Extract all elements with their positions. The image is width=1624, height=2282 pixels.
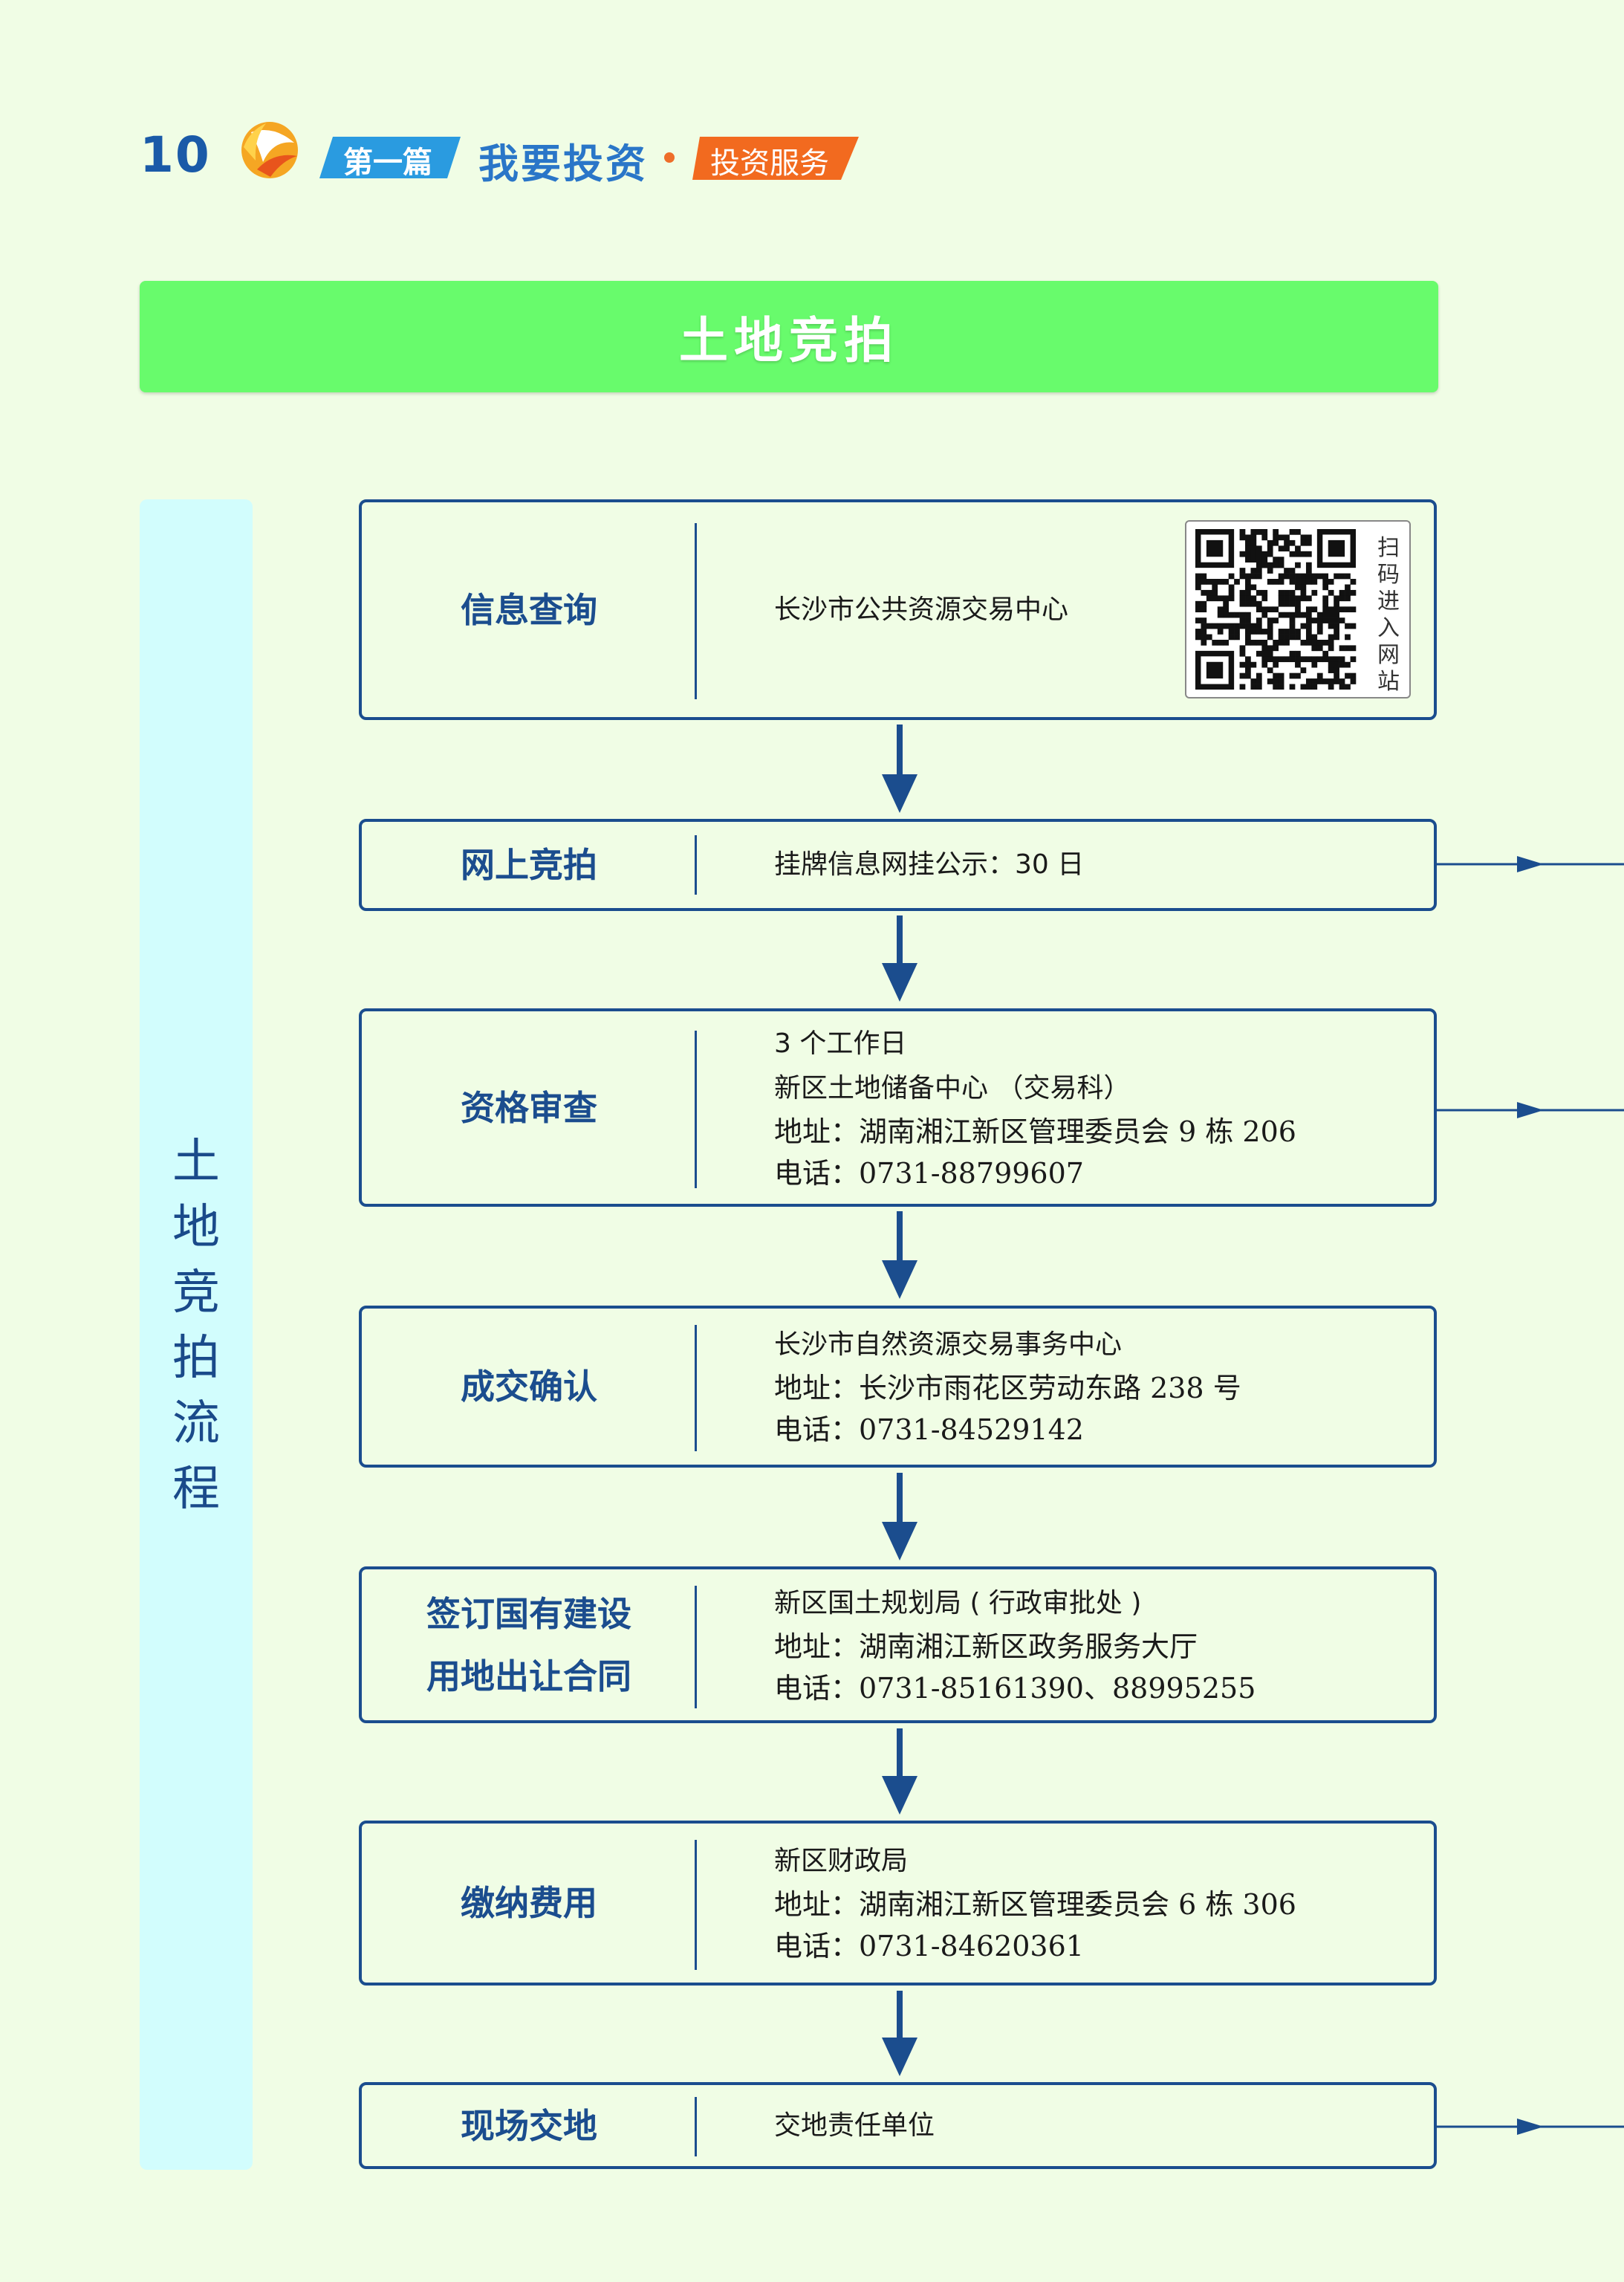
step-detail: 长沙市公共资源交易中心: [774, 502, 1189, 717]
side-label-char: 地: [172, 1200, 220, 1255]
qr-caption-char: 扫: [1377, 535, 1400, 561]
step-detail: 交地责任单位: [774, 2085, 1419, 2166]
step-divider: [695, 1325, 697, 1451]
step-info-query: 信息查询 长沙市公共资源交易中心 扫 码 进 入 网 站: [359, 499, 1437, 720]
step-detail: 3 个工作日 新区土地储备中心 （交易科） 地址：湖南湘江新区管理委员会 9 栋…: [774, 1011, 1419, 1204]
qr-code-icon: [1195, 529, 1357, 690]
side-label-char: 程: [172, 1462, 220, 1517]
side-label: 土 地 竞 拍 流 程: [140, 1129, 253, 1522]
step-title-line: 网上竞拍: [461, 845, 597, 885]
step-org: 挂牌信息网挂公示：30 日: [774, 849, 1085, 880]
step-title-line: 信息查询: [461, 589, 597, 630]
step-org: 长沙市自然资源交易事务中心: [774, 1329, 1123, 1360]
step-phone: 电话：0731-84620361: [774, 1930, 1084, 1962]
step-qualification-review: 资格审查 3 个工作日 新区土地储备中心 （交易科） 地址：湖南湘江新区管理委员…: [359, 1008, 1437, 1207]
qr-caption-char: 站: [1377, 669, 1400, 695]
down-arrow: [882, 1991, 917, 2076]
section-title: 我要投资: [478, 140, 648, 187]
qr-caption-char: 网: [1377, 642, 1400, 668]
step-title-line: 缴纳费用: [461, 1883, 597, 1923]
qr-caption: 扫 码 进 入 网 站: [1374, 535, 1403, 696]
step-org: 新区财政局: [774, 1846, 909, 1876]
step-title-line: 成交确认: [461, 1367, 597, 1407]
side-label-char: 流: [172, 1396, 220, 1451]
step-title: 网上竞拍: [362, 822, 696, 908]
step-title: 签订国有建设 用地出让合同: [362, 1569, 696, 1720]
step-pay-fees: 缴纳费用 新区财政局 地址：湖南湘江新区管理委员会 6 栋 306 电话：073…: [359, 1821, 1437, 1986]
step-divider: [695, 1031, 697, 1188]
step-deal-confirmation: 成交确认 长沙市自然资源交易事务中心 地址：长沙市雨花区劳动东路 238 号 电…: [359, 1306, 1437, 1468]
step-title-line: 用地出让合同: [426, 1656, 631, 1696]
step-divider: [695, 1840, 697, 1970]
side-label-char: 土: [172, 1135, 220, 1190]
step-land-handover: 现场交地 交地责任单位: [359, 2082, 1437, 2169]
banner-title: 土地竞拍: [679, 312, 899, 369]
step-divider: [695, 523, 697, 699]
step-detail: 长沙市自然资源交易事务中心 地址：长沙市雨花区劳动东路 238 号 电话：073…: [774, 1309, 1419, 1465]
step-address: 地址：湖南湘江新区管理委员会 6 栋 306: [774, 1888, 1296, 1921]
step-online-auction: 网上竞拍 挂牌信息网挂公示：30 日: [359, 819, 1437, 911]
subsection-label: 投资服务: [710, 146, 829, 181]
step-org: 交地责任单位: [774, 2110, 935, 2141]
step-org: 新区国土规划局 ( 行政审批处 ): [774, 1587, 1142, 1618]
down-arrow: [882, 915, 917, 1002]
qr-caption-char: 入: [1377, 615, 1400, 641]
side-label-char: 竞: [172, 1265, 220, 1320]
step-title: 资格审查: [362, 1011, 696, 1204]
right-arrow: [1437, 1102, 1624, 1118]
part-label: 第一篇: [343, 146, 432, 180]
down-arrow: [882, 1473, 917, 1560]
qr-caption-char: 码: [1377, 562, 1400, 588]
step-sign-contract: 签订国有建设 用地出让合同 新区国土规划局 ( 行政审批处 ) 地址：湖南湘江新…: [359, 1566, 1437, 1723]
step-title-line: 资格审查: [461, 1087, 597, 1128]
side-label-char: 拍: [172, 1331, 220, 1386]
side-panel: [140, 499, 253, 2170]
step-title: 信息查询: [362, 502, 696, 717]
title-banner: 土地竞拍: [140, 281, 1438, 392]
step-title-line: 签订国有建设: [426, 1593, 631, 1634]
right-arrow: [1437, 2119, 1624, 2135]
step-title: 缴纳费用: [362, 1824, 696, 1983]
step-org: 长沙市公共资源交易中心: [774, 594, 1069, 625]
step-divider: [695, 1586, 697, 1708]
step-duration: 3 个工作日: [774, 1028, 907, 1059]
step-title: 成交确认: [362, 1309, 696, 1465]
step-divider: [695, 835, 697, 895]
step-address: 地址：湖南湘江新区管理委员会 9 栋 206: [774, 1115, 1296, 1148]
down-arrow: [882, 1211, 917, 1299]
subsection-tag-shape: [692, 137, 859, 180]
step-detail: 新区财政局 地址：湖南湘江新区管理委员会 6 栋 306 电话：0731-846…: [774, 1824, 1419, 1983]
step-detail: 新区国土规划局 ( 行政审批处 ) 地址：湖南湘江新区政务服务大厅 电话：073…: [774, 1569, 1419, 1720]
step-title-line: 现场交地: [461, 2105, 597, 2146]
right-arrow: [1437, 856, 1624, 872]
logo-icon: [241, 122, 298, 178]
step-phone: 电话：0731-85161390、88995255: [774, 1671, 1256, 1705]
step-phone: 电话：0731-84529142: [774, 1413, 1084, 1446]
step-title: 现场交地: [362, 2085, 696, 2166]
down-arrow: [882, 1728, 917, 1815]
separator-dot: [664, 152, 675, 163]
step-divider: [695, 2097, 697, 2156]
qr-code-box[interactable]: 扫 码 进 入 网 站: [1185, 520, 1411, 698]
part-tag-shape: [319, 137, 461, 178]
down-arrow: [882, 725, 917, 813]
page-number: 10: [140, 126, 211, 184]
step-detail: 挂牌信息网挂公示：30 日: [774, 822, 1419, 908]
step-address: 地址：湖南湘江新区政务服务大厅: [774, 1630, 1198, 1663]
step-phone: 电话：0731-88799607: [774, 1156, 1084, 1190]
step-org: 新区土地储备中心 （交易科）: [774, 1072, 1131, 1103]
step-address: 地址：长沙市雨花区劳动东路 238 号: [774, 1372, 1241, 1404]
qr-caption-char: 进: [1377, 589, 1400, 615]
